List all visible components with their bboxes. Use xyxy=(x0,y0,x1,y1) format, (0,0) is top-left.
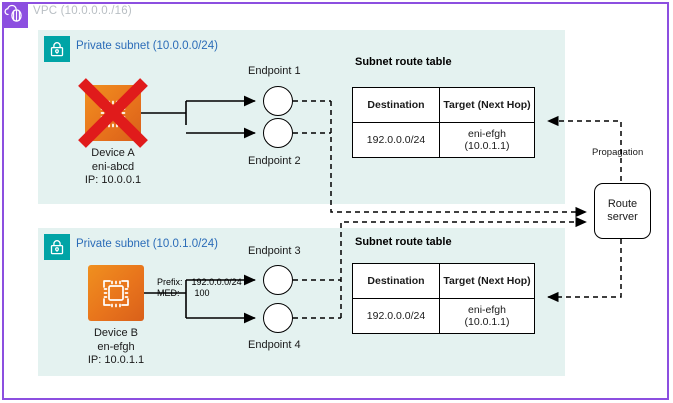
endpoint-2-node[interactable] xyxy=(263,118,293,148)
med-value: 100 xyxy=(194,288,210,298)
subnet-2-lock-badge xyxy=(44,234,70,260)
cell-target-ip: (10.0.1.1) xyxy=(464,140,510,152)
cell-target-eni: eni-efgh xyxy=(468,303,506,316)
table-row: 192.0.0.0/24 eni-efgh (10.0.1.1) xyxy=(352,122,535,158)
col-header-destination: Destination xyxy=(352,263,440,299)
advertisement-annotation: Prefix: 192.0.0.0/24 MED: 100 xyxy=(157,277,242,299)
device-b-ip: IP: 10.0.1.1 xyxy=(87,354,145,366)
route-table-2-title: Subnet route table xyxy=(355,236,452,248)
col-header-target: Target (Next Hop) xyxy=(439,87,535,123)
endpoint-3-label: Endpoint 3 xyxy=(248,245,301,257)
med-row: MED: 100 xyxy=(157,288,242,299)
col-header-target: Target (Next Hop) xyxy=(439,263,535,299)
device-b-caption: Device B en-efgh IP: 10.0.1.1 xyxy=(56,327,176,368)
route-table-1: Destination Target (Next Hop) 192.0.0.0/… xyxy=(352,87,535,158)
endpoint-1-label: Endpoint 1 xyxy=(248,65,301,77)
device-a-name: Device A xyxy=(91,147,135,159)
prefix-row: Prefix: 192.0.0.0/24 xyxy=(157,277,242,288)
network-device-icon xyxy=(103,280,129,308)
lock-icon xyxy=(50,42,64,57)
route-server-node[interactable]: Route server xyxy=(594,183,651,239)
cell-target: eni-efgh (10.0.1.1) xyxy=(439,122,535,158)
subnet-2-label: Private subnet (10.0.1.0/24) xyxy=(76,238,218,250)
device-a-eni: eni-abcd xyxy=(91,160,135,173)
device-b-name: Device B xyxy=(93,327,139,339)
subnet-1-label: Private subnet (10.0.0.0/24) xyxy=(76,40,218,52)
cell-destination: 192.0.0.0/24 xyxy=(352,298,440,334)
endpoint-2-label: Endpoint 2 xyxy=(248,155,301,167)
cell-target-eni: eni-efgh xyxy=(468,127,506,140)
vpc-icon-tab xyxy=(2,2,28,28)
route-table-2: Destination Target (Next Hop) 192.0.0.0/… xyxy=(352,263,535,334)
endpoint-4-node[interactable] xyxy=(263,303,293,333)
prefix-value: 192.0.0.0/24 xyxy=(191,277,242,287)
cell-destination: 192.0.0.0/24 xyxy=(352,122,440,158)
device-b-icon-box[interactable] xyxy=(88,265,144,321)
device-a-ip: IP: 10.0.0.1 xyxy=(84,174,142,186)
table-row: 192.0.0.0/24 eni-efgh (10.0.1.1) xyxy=(352,298,535,334)
endpoint-4-label: Endpoint 4 xyxy=(248,339,301,351)
device-a-caption: Device A eni-abcd IP: 10.0.0.1 xyxy=(53,147,173,188)
endpoint-3-node[interactable] xyxy=(263,265,293,295)
route-server-line2: server xyxy=(607,211,638,223)
vpc-cloud-icon xyxy=(4,4,22,22)
cell-target-ip: (10.0.1.1) xyxy=(464,316,510,328)
device-a-icon-box[interactable] xyxy=(85,85,141,141)
vpc-title: VPC (10.0.0.0./16) xyxy=(33,5,132,17)
endpoint-1-node[interactable] xyxy=(263,86,293,116)
table-header-row: Destination Target (Next Hop) xyxy=(352,87,535,123)
cell-target: eni-efgh (10.0.1.1) xyxy=(439,298,535,334)
route-server-line1: Route xyxy=(607,198,638,210)
prefix-label: Prefix: xyxy=(157,277,183,287)
col-header-destination: Destination xyxy=(352,87,440,123)
med-label: MED: xyxy=(157,288,180,298)
network-device-icon xyxy=(100,100,126,128)
subnet-1-lock-badge xyxy=(44,36,70,62)
route-table-1-title: Subnet route table xyxy=(355,56,452,68)
propagation-label: Propagation xyxy=(592,147,644,158)
table-header-row: Destination Target (Next Hop) xyxy=(352,263,535,299)
device-b-eni: en-efgh xyxy=(97,340,135,353)
lock-icon xyxy=(50,240,64,255)
